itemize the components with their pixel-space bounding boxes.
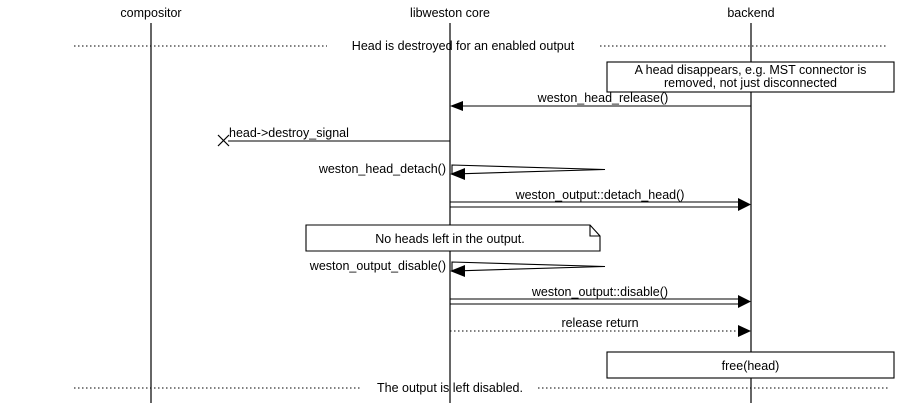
message-weston-head-release-label: weston_head_release(): [537, 91, 669, 105]
message-weston-output-disable-arrowhead: [450, 265, 465, 277]
note-no-heads-left-text: No heads left in the output.: [375, 232, 524, 246]
participant-label-compositor: compositor: [120, 6, 181, 20]
separator-bottom-label: The output is left disabled.: [377, 381, 523, 395]
message-weston-head-detach-arrowhead: [450, 168, 465, 180]
participant-label-libweston-core: libweston core: [410, 6, 490, 20]
note-no-heads-left-box: [305, 224, 601, 252]
message-release-return-arrowhead: [738, 325, 751, 337]
note-no-heads-left: No heads left in the output.: [305, 224, 601, 252]
note-free-head-box: [606, 351, 895, 379]
note-free-head: free(head): [606, 351, 895, 379]
message-weston-output-disable-call: weston_output::disable(): [450, 285, 751, 308]
message-weston-head-release: weston_head_release(): [450, 91, 751, 111]
note-head-disappears-line-1: A head disappears, e.g. MST connector is: [635, 63, 867, 77]
separator-bottom: The output is left disabled.: [74, 381, 888, 395]
message-head-destroy-signal-lost-x-stroke-2: [217, 134, 230, 147]
message-weston-head-detach-label: weston_head_detach(): [318, 162, 446, 176]
message-weston-output-detach-head-label: weston_output::detach_head(): [515, 188, 685, 202]
message-weston-output-disable-loop: [451, 261, 606, 272]
message-head-destroy-signal: head->destroy_signal: [217, 126, 450, 147]
separator-top-label: Head is destroyed for an enabled output: [352, 39, 575, 53]
message-weston-output-disable-call-label: weston_output::disable(): [531, 285, 668, 299]
note-head-disappears-line-2: removed, not just disconnected: [664, 76, 837, 90]
separator-top: Head is destroyed for an enabled output: [74, 39, 888, 53]
message-weston-head-detach: weston_head_detach(): [318, 162, 606, 180]
note-no-heads-left-fold: [589, 225, 600, 237]
note-head-disappears: A head disappears, e.g. MST connector is…: [606, 61, 895, 93]
message-weston-output-detach-head: weston_output::detach_head(): [450, 188, 751, 211]
message-weston-output-disable: weston_output_disable(): [309, 259, 606, 277]
note-free-head-text: free(head): [722, 359, 780, 373]
message-weston-output-disable-call-arrowhead: [738, 295, 751, 308]
message-head-destroy-signal-label: head->destroy_signal: [229, 126, 349, 140]
message-release-return-label: release return: [561, 316, 638, 330]
participant-label-backend: backend: [727, 6, 774, 20]
message-weston-output-disable-label: weston_output_disable(): [309, 259, 446, 273]
participant-headers: compositor libweston core backend: [120, 6, 774, 20]
note-head-disappears-box: [606, 61, 895, 93]
message-weston-head-detach-loop: [451, 164, 606, 175]
message-release-return: release return: [450, 316, 751, 337]
message-weston-head-release-arrowhead: [450, 101, 463, 111]
message-weston-output-detach-head-arrowhead: [738, 198, 751, 211]
